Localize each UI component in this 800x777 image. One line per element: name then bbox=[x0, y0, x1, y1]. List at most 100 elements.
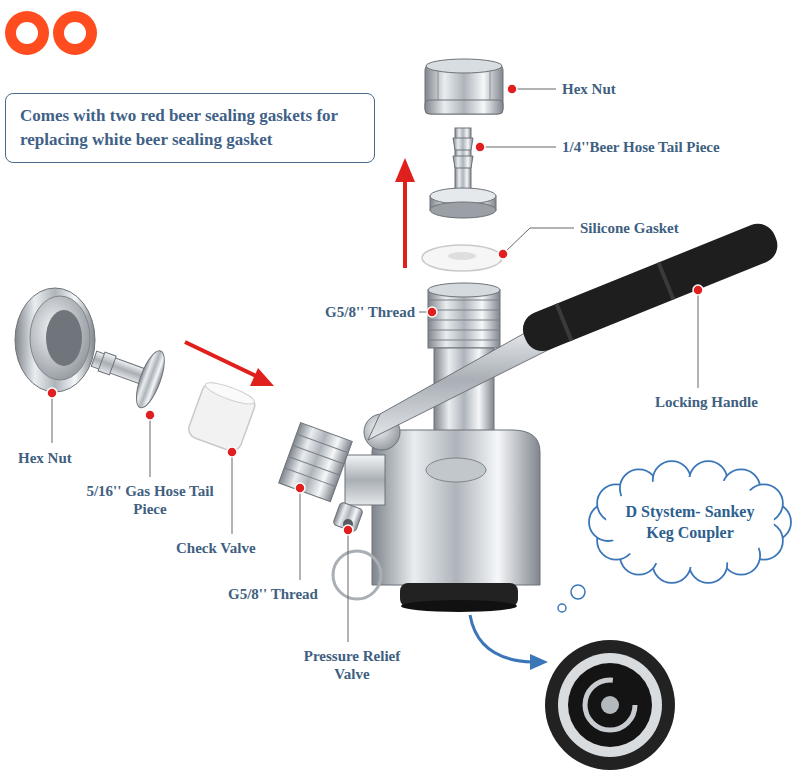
part-label: 1/4''Beer Hose Tail Piece bbox=[562, 138, 720, 156]
red-arrow-up bbox=[403, 178, 407, 268]
part-label: 5/16'' Gas Hose Tail Piece bbox=[85, 482, 215, 518]
locking-handle bbox=[364, 218, 783, 450]
leader-dots bbox=[227, 447, 237, 457]
leader-dots bbox=[343, 525, 353, 535]
part-label: Hex Nut bbox=[562, 80, 616, 98]
blue-curved-arrow bbox=[470, 615, 548, 670]
side-port bbox=[284, 468, 336, 487]
leader-lines bbox=[232, 452, 233, 534]
leader-lines bbox=[480, 147, 556, 148]
coupler-closeup bbox=[568, 663, 652, 747]
node-text: Comes with two red beer sealing gaskets … bbox=[20, 104, 360, 152]
gas-tail-piece bbox=[131, 348, 170, 411]
red-gaskets bbox=[16, 22, 38, 44]
check-valve bbox=[203, 379, 256, 408]
beer-tail-piece bbox=[453, 138, 473, 150]
coupler-body bbox=[428, 283, 500, 297]
label-text: G5/8'' Thread bbox=[325, 304, 415, 320]
coupler-body bbox=[426, 458, 486, 482]
gas-tail-piece bbox=[98, 352, 116, 375]
locking-handle bbox=[518, 218, 783, 356]
red-gaskets bbox=[5, 11, 97, 55]
note-box: Comes with two red beer sealing gaskets … bbox=[5, 93, 375, 163]
pressure-relief-valve bbox=[333, 551, 381, 599]
blue-curved-arrow bbox=[470, 615, 532, 662]
pressure-relief-valve bbox=[333, 502, 381, 599]
cloud-bubbles bbox=[571, 585, 585, 599]
leader-lines bbox=[52, 89, 698, 642]
top-hex-nut bbox=[425, 59, 503, 114]
thread-label: G5/8'' Thread bbox=[228, 585, 318, 603]
locking-handle bbox=[657, 262, 676, 301]
beer-tail-piece bbox=[453, 156, 473, 168]
leader-dots bbox=[498, 249, 508, 259]
red-arrow-diagonal bbox=[185, 342, 256, 376]
label-text: 5/16'' Gas Hose Tail Piece bbox=[86, 483, 213, 517]
side-hex-nut bbox=[15, 288, 95, 392]
locking-handle bbox=[555, 303, 574, 342]
coupler-body bbox=[428, 320, 500, 321]
label-text: 1/4''Beer Hose Tail Piece bbox=[562, 139, 720, 155]
leader-dots bbox=[475, 142, 485, 152]
red-arrow-up bbox=[395, 158, 415, 268]
side-port bbox=[279, 423, 353, 502]
silicone-gasket bbox=[422, 245, 502, 271]
cloud-bubbles bbox=[558, 604, 566, 612]
leader-dots bbox=[295, 483, 305, 493]
leader-dots bbox=[693, 285, 703, 295]
red-arrow-diagonal bbox=[185, 342, 274, 386]
coupler-body bbox=[372, 430, 540, 585]
silicone-gasket bbox=[448, 252, 476, 260]
coupler-closeup bbox=[545, 640, 675, 770]
leader-lines bbox=[300, 488, 301, 580]
coupler-closeup bbox=[585, 680, 635, 730]
coupler-closeup bbox=[545, 640, 675, 770]
side-port bbox=[345, 455, 385, 505]
beer-tail-piece bbox=[430, 128, 496, 218]
red-gaskets bbox=[53, 11, 97, 55]
label-text: G5/8'' Thread bbox=[228, 586, 318, 602]
cloud-fill bbox=[606, 477, 774, 567]
side-hex-nut bbox=[15, 288, 95, 392]
label-text: Hex Nut bbox=[18, 450, 72, 466]
coupler-body bbox=[428, 300, 500, 301]
red-gaskets bbox=[64, 22, 86, 44]
cloud-outline bbox=[590, 463, 790, 581]
blue-curved-arrow bbox=[530, 654, 548, 670]
part-label: Locking Handle bbox=[655, 393, 758, 411]
coupler-body bbox=[428, 330, 500, 331]
label-text: Check Valve bbox=[176, 540, 256, 556]
red-gaskets bbox=[5, 11, 49, 55]
leader-lines bbox=[348, 530, 349, 642]
part-label: Silicone Gasket bbox=[580, 219, 679, 237]
thought-cloud: D Stystem- Sankey Keg Coupler bbox=[590, 463, 790, 581]
coupler-closeup bbox=[558, 653, 662, 757]
silicone-gasket bbox=[422, 245, 502, 271]
coupler-body bbox=[428, 310, 500, 311]
leader-lines bbox=[512, 89, 556, 90]
coupler-body bbox=[372, 283, 540, 612]
label-text: Pressure Relief Valve bbox=[304, 648, 401, 682]
part-label: Pressure Relief Valve bbox=[292, 647, 412, 683]
leader-lines bbox=[150, 415, 151, 477]
cloud-bubbles bbox=[558, 585, 585, 612]
part-label: Hex Nut bbox=[18, 449, 72, 467]
leader-dots bbox=[427, 307, 437, 317]
thread-label: G5/8'' Thread bbox=[325, 303, 415, 321]
side-hex-nut bbox=[30, 296, 90, 380]
leader-dots bbox=[507, 84, 517, 94]
coupler-closeup bbox=[601, 696, 619, 714]
check-valve bbox=[186, 379, 258, 454]
leader-dots bbox=[47, 388, 57, 398]
leader-dots bbox=[145, 410, 155, 420]
top-hex-nut bbox=[426, 59, 502, 73]
coupler-body bbox=[401, 600, 517, 612]
coupler-body bbox=[428, 290, 500, 348]
coupler-body bbox=[428, 340, 500, 341]
part-label: Check Valve bbox=[176, 539, 256, 557]
label-text: Locking Handle bbox=[655, 394, 758, 410]
top-hex-nut bbox=[425, 100, 503, 114]
red-arrow-diagonal bbox=[250, 368, 274, 386]
leader-lines bbox=[52, 393, 53, 443]
